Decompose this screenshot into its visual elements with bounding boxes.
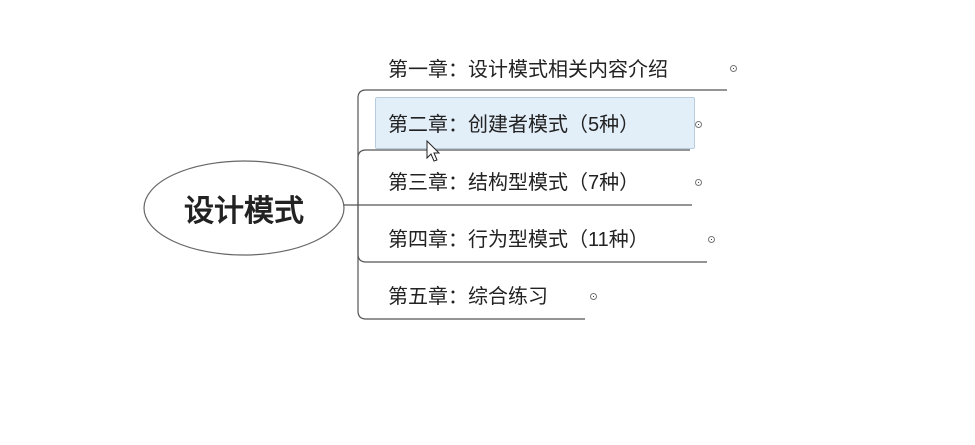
central-topic-shape bbox=[143, 160, 345, 256]
topic-chapter-5[interactable]: 第五章：综合练习 bbox=[388, 286, 548, 308]
central-topic[interactable]: 设计模式 bbox=[184, 194, 304, 228]
topic-chapter-2[interactable]: 第二章：创建者模式（5种） bbox=[388, 114, 640, 136]
collapse-toggle-icon[interactable] bbox=[695, 121, 702, 128]
collapse-toggle-icon[interactable] bbox=[708, 236, 715, 243]
collapse-toggle-icon[interactable] bbox=[695, 179, 702, 186]
mouse-cursor-icon bbox=[426, 140, 441, 162]
collapse-toggle-icon[interactable] bbox=[590, 293, 597, 300]
collapse-toggle-icon[interactable] bbox=[730, 65, 737, 72]
branch-line-inner bbox=[357, 149, 707, 263]
topic-chapter-3[interactable]: 第三章：结构型模式（7种） bbox=[388, 172, 640, 194]
topic-chapter-1[interactable]: 第一章：设计模式相关内容介绍 bbox=[388, 59, 668, 81]
topic-chapter-4[interactable]: 第四章：行为型模式（11种） bbox=[388, 229, 649, 251]
selected-topic-highlight bbox=[375, 97, 695, 149]
